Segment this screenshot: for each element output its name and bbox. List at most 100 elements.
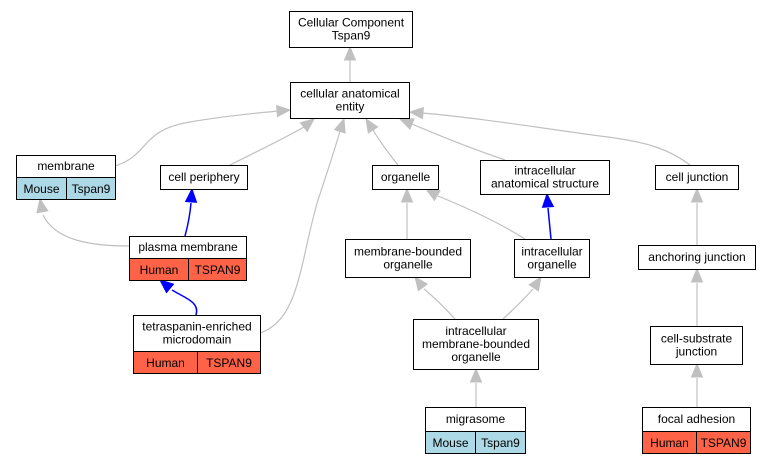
edge-tem-to-cae — [259, 117, 346, 334]
arrowhead — [541, 192, 555, 208]
node-label-line: Cellular Component — [298, 16, 405, 30]
arrowhead — [400, 187, 414, 203]
node-label-line: cell junction — [666, 170, 729, 184]
node-box — [372, 165, 439, 190]
edge-io-to-organelle — [424, 188, 526, 240]
node-box — [160, 165, 248, 190]
node-label-line: intracellular — [521, 245, 582, 259]
arrowhead — [365, 117, 379, 134]
edge-line — [411, 123, 506, 161]
node-cell-periphery[interactable]: cell periphery — [160, 165, 248, 190]
species-label: Human — [650, 436, 689, 450]
node-box — [425, 407, 526, 432]
edge-io-to-ias — [541, 192, 555, 240]
node-box — [480, 160, 610, 195]
edge-line — [171, 289, 198, 316]
node-label-line: anchoring junction — [648, 250, 745, 264]
node-label-line: organelle — [527, 258, 577, 272]
arrowhead — [159, 279, 175, 294]
edge-line — [42, 214, 130, 247]
node-label-line: organelle — [381, 170, 431, 184]
edge-line — [184, 202, 192, 237]
edge-line — [437, 195, 526, 240]
arrowhead — [276, 104, 292, 118]
gene-cell — [475, 431, 526, 454]
gene-cell — [66, 177, 116, 200]
arrowhead — [690, 267, 704, 283]
edge-focal_adhesion-to-csj — [690, 362, 704, 407]
node-box — [289, 11, 413, 48]
arrowhead — [299, 118, 316, 133]
edge-line — [423, 288, 456, 320]
node-box — [638, 245, 756, 270]
edge-line — [502, 288, 534, 320]
edge-membrane-to-cae — [114, 104, 292, 167]
node-box — [650, 326, 743, 365]
node-label-line: membrane-bounded — [354, 245, 462, 259]
species-label: Mouse — [23, 182, 59, 196]
node-label-line: Tspan9 — [332, 29, 371, 43]
arrowhead — [469, 367, 483, 383]
gene-label: TSPAN9 — [195, 263, 241, 277]
edge-mbo-to-organelle — [400, 187, 414, 239]
node-anchoring-junction[interactable]: anchoring junction — [638, 245, 756, 270]
node-label-line: organelle — [383, 258, 433, 272]
gene-cell — [197, 351, 261, 374]
arrowhead — [528, 275, 542, 292]
edge-cae-to-root — [343, 45, 357, 82]
node-box — [514, 239, 590, 278]
edge-line — [547, 207, 552, 240]
edge-line — [372, 129, 399, 166]
arrowhead — [398, 118, 415, 130]
node-label-line: junction — [675, 345, 717, 359]
species-label: Human — [146, 356, 185, 370]
arrowhead — [690, 187, 704, 203]
arrowhead — [690, 362, 704, 378]
gene-label: Tspan9 — [481, 436, 520, 450]
edge-organelle-to-cae — [365, 117, 399, 166]
edge-line — [114, 110, 279, 167]
edge-cell_periphery-to-cae — [229, 118, 316, 166]
edge-ias-to-cae — [398, 118, 506, 161]
edges-layer — [36, 45, 704, 407]
node-box — [290, 82, 410, 119]
node-label-line: tetraspanin-enriched — [142, 320, 251, 334]
node-label-line: microdomain — [163, 333, 232, 347]
node-organelle[interactable]: organelle — [372, 165, 439, 190]
arrowhead — [424, 188, 441, 202]
species-label: Mouse — [432, 436, 468, 450]
node-box — [413, 319, 539, 370]
edge-tem-to-plasma_membrane — [159, 279, 198, 316]
node-label-line: cellular anatomical — [300, 87, 399, 101]
arrowhead — [333, 117, 346, 134]
node-cell-junction[interactable]: cell junction — [655, 165, 739, 190]
species-label: Human — [140, 263, 179, 277]
node-label-line: cell periphery — [168, 170, 239, 184]
gene-cell — [188, 258, 247, 281]
node-label-line: cell-substrate — [661, 332, 733, 346]
node-label-line: membrane — [37, 159, 95, 173]
edge-imbo-to-io — [502, 275, 542, 320]
edge-plasma_membrane-to-membrane — [36, 197, 130, 247]
gene-cell — [696, 431, 751, 454]
edge-line — [259, 130, 341, 334]
gene-label: TSPAN9 — [206, 356, 252, 370]
arrowhead — [36, 197, 49, 214]
gene-label: Tspan9 — [72, 182, 111, 196]
edge-csj-to-anchoring_junction — [690, 267, 704, 326]
node-label-line: migrasome — [446, 412, 506, 426]
